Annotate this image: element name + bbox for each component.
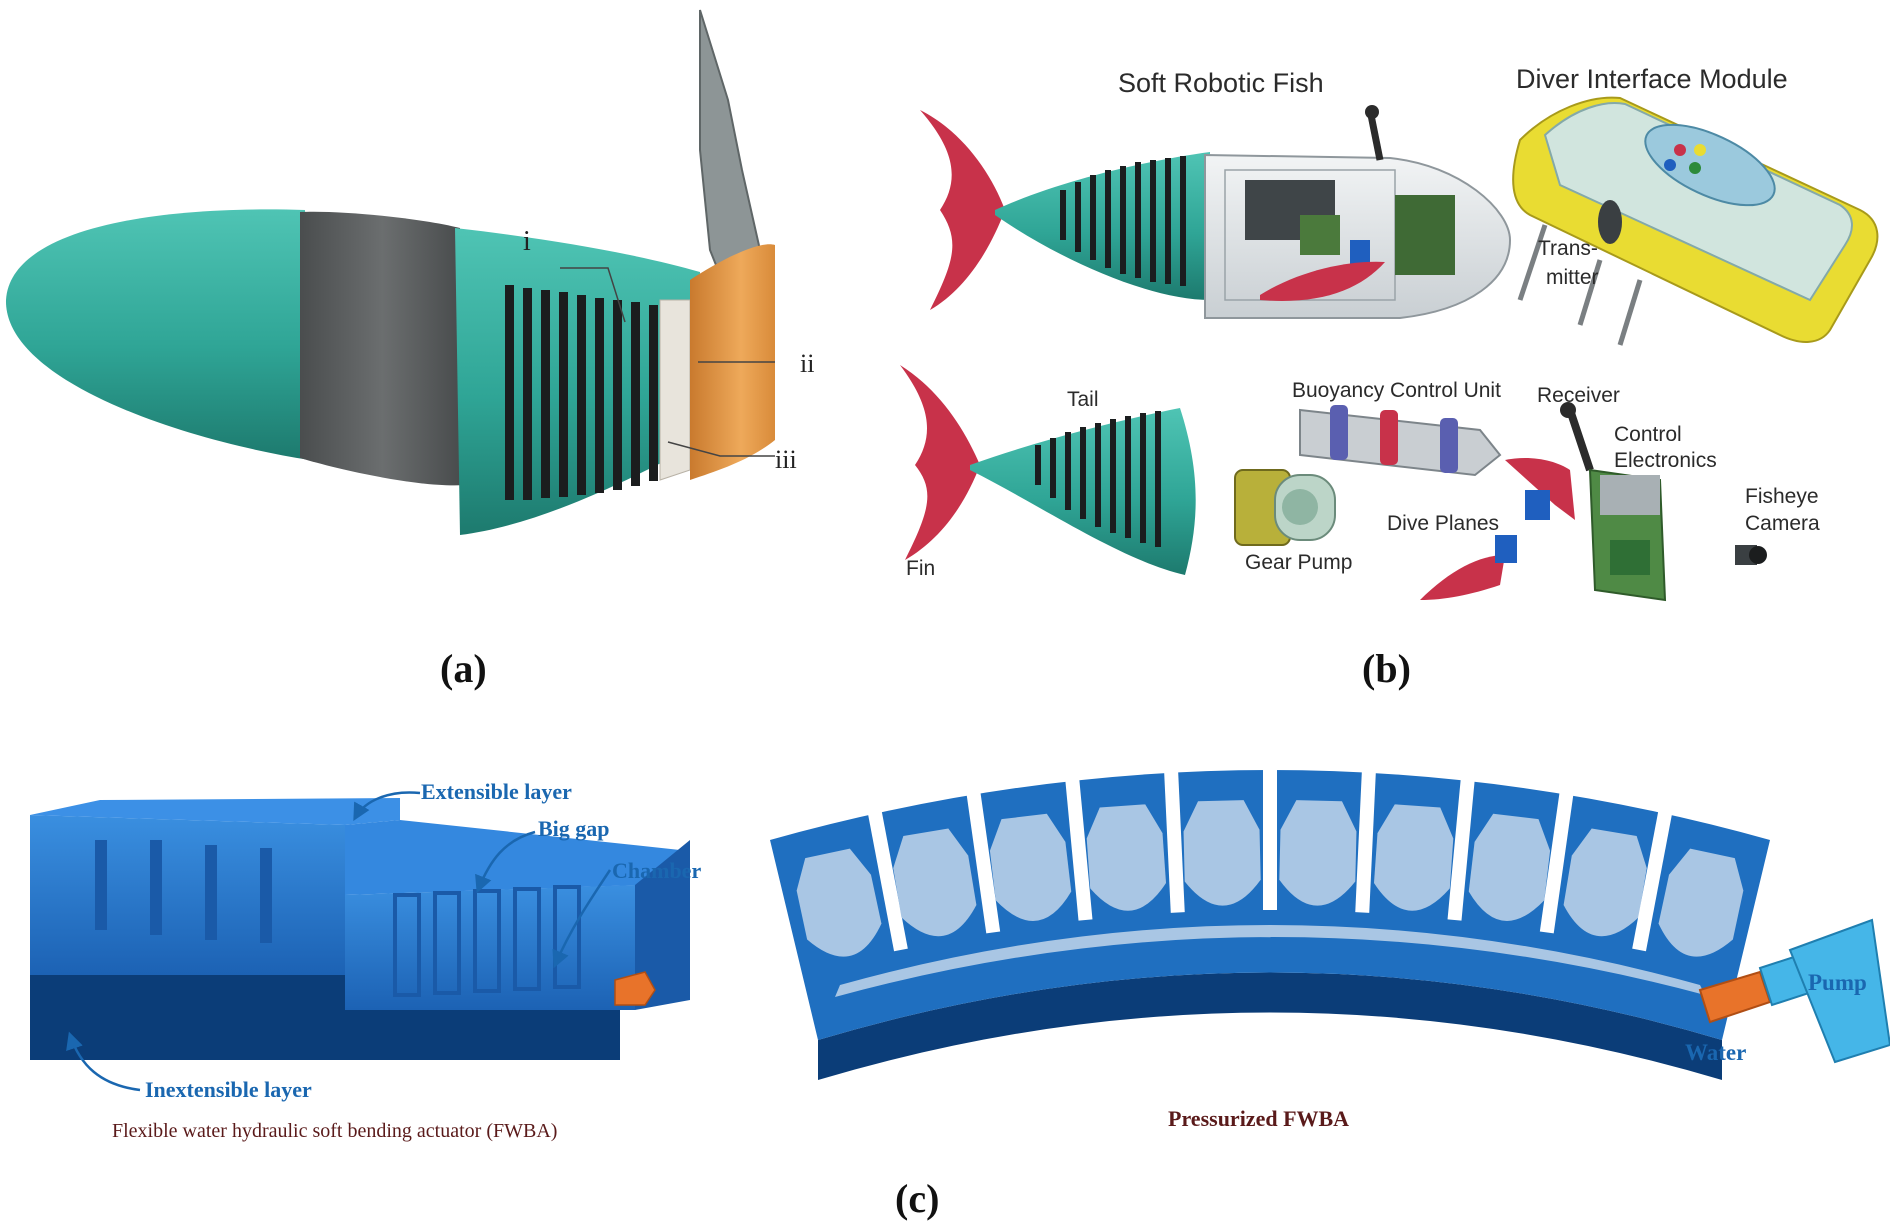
- panel-b-tail-exploded: [900, 365, 1196, 575]
- pfwba-gap: [1263, 745, 1277, 910]
- pfwba-gap: [1447, 755, 1477, 921]
- panel-c-caption: (c): [895, 1176, 939, 1221]
- pfwba-gap: [963, 768, 1001, 934]
- panel-b-label-control-2: Electronics: [1614, 449, 1717, 472]
- panel-b-label-receiver: Receiver: [1537, 384, 1620, 407]
- panel-b-fisheye-camera: [1735, 545, 1767, 565]
- pfwba-chamber: [1468, 813, 1551, 921]
- panel-c-label-fwba: Flexible water hydraulic soft bending ac…: [112, 1120, 557, 1142]
- panel-c-label-pump: Pump: [1808, 970, 1867, 995]
- pfwba-chamber: [1658, 848, 1744, 957]
- panel-b-label-fin: Fin: [906, 557, 935, 580]
- panel-b-label-gear: Gear Pump: [1245, 551, 1352, 574]
- pfwba-gap: [1539, 768, 1577, 934]
- pfwba-chamber: [1279, 800, 1357, 906]
- pfwba-chamber: [1373, 804, 1454, 911]
- panel-b-buoyancy-unit: [1299, 405, 1502, 477]
- panel-a-label-ii: ii: [800, 349, 814, 378]
- panel-c-label-chamber: Chamber: [612, 858, 701, 883]
- panel-c-label-extensible: Extensible layer: [421, 779, 572, 804]
- pfwba-gap: [863, 786, 908, 952]
- pfwba-chamber: [893, 828, 977, 937]
- panel-c-pump: [1698, 918, 1890, 1064]
- panel-b-gear-pump: [1234, 469, 1336, 546]
- pfwba-chamber: [989, 813, 1072, 921]
- panel-b-fish-assembled: [920, 105, 1512, 319]
- pfwba-chamber: [796, 848, 882, 957]
- pfwba-gap: [1355, 747, 1377, 913]
- pfwba-chamber: [1183, 800, 1261, 906]
- panel-a-slits: [505, 285, 658, 500]
- panel-b-label-dive: Dive Planes: [1387, 512, 1499, 535]
- panel-b-label-control-1: Control: [1614, 423, 1682, 446]
- panel-b-dive-planes: [1420, 458, 1575, 600]
- panel-c-label-water: Water: [1685, 1040, 1746, 1065]
- pfwba-chamber: [1563, 828, 1647, 937]
- pfwba-gap: [1063, 755, 1093, 921]
- panel-b-label-fisheye-1: Fisheye: [1745, 485, 1819, 508]
- panel-a-caption: (a): [440, 646, 487, 691]
- panel-b-label-buoyancy: Buoyancy Control Unit: [1292, 379, 1501, 402]
- panel-b-label-tail: Tail: [1067, 388, 1099, 411]
- panel-c-label-inextensible: Inextensible layer: [145, 1077, 312, 1102]
- panel-a-label-iii: iii: [775, 445, 797, 474]
- pfwba-gap: [1163, 747, 1185, 913]
- panel-b-label-fisheye-2: Camera: [1745, 512, 1820, 535]
- panel-b-title-dim: Diver Interface Module: [1516, 64, 1788, 94]
- panel-b-diver-interface-module: [1512, 96, 1879, 346]
- panel-a-label-i: i: [523, 226, 531, 257]
- panel-b-control-electronics: [1560, 402, 1667, 602]
- panel-c-fwba-block: [30, 798, 690, 1060]
- panel-c-label-big-gap: Big gap: [538, 816, 610, 841]
- panel-b-caption: (b): [1362, 646, 1411, 691]
- panel-b-label-transmitter-1: Trans-: [1538, 237, 1598, 260]
- panel-c-left-arrows: [66, 791, 612, 1092]
- pfwba-gap: [1632, 786, 1677, 952]
- panel-c-pressurized-fwba: [770, 745, 1770, 1080]
- panel-b-label-transmitter-2: mitter: [1546, 266, 1599, 289]
- pfwba-chamber: [1086, 804, 1167, 911]
- panel-a-illustration: [5, 9, 775, 535]
- panel-c-label-pressurized: Pressurized FWBA: [1168, 1106, 1349, 1131]
- panel-b-title-fish: Soft Robotic Fish: [1118, 68, 1324, 98]
